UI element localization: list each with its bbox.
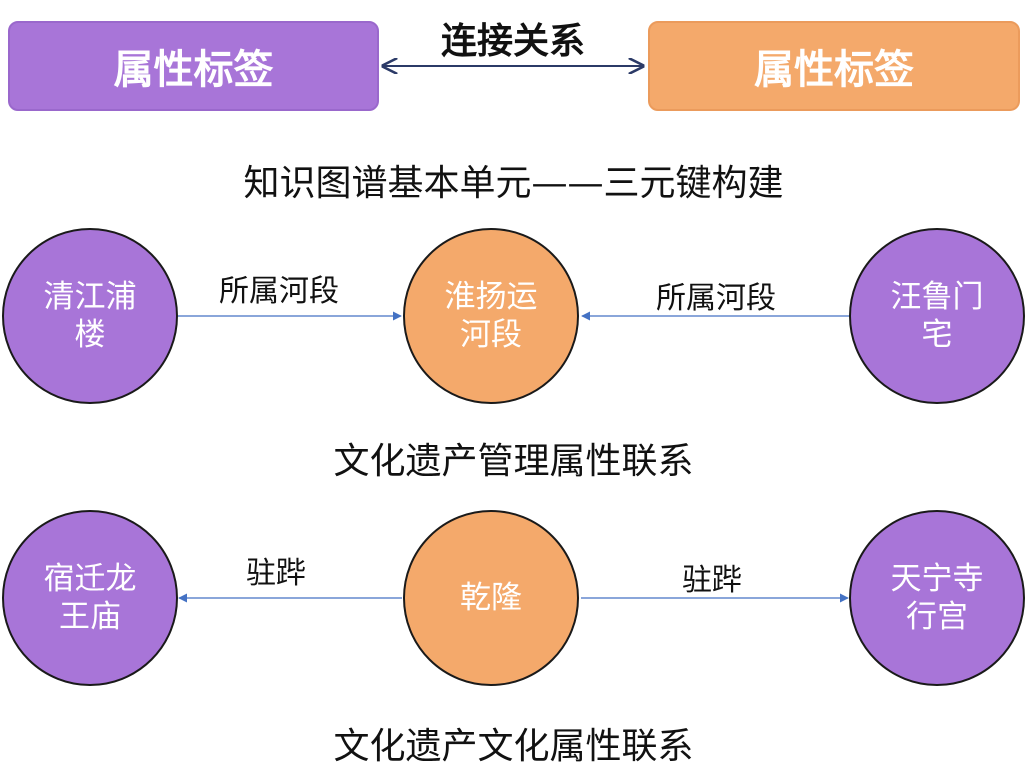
edge-label-graph1-right: 所属河段 [656,281,776,316]
attribute-label-box-left: 属性标签 [8,21,379,111]
node-huaiyang-canal-section-label: 淮扬运河段 [444,279,538,353]
caption-management: 文化遗产管理属性联系 [333,441,694,482]
node-qianlong: 乾隆 [403,510,579,686]
edge-label-graph2-right: 驻跸 [682,563,742,598]
edge-label-graph2-left: 驻跸 [246,556,306,591]
node-wang-lumen-residence-label: 汪鲁门宅 [890,279,984,353]
node-wang-lumen-residence: 汪鲁门宅 [849,228,1025,404]
node-suqian-dragon-king-temple-label: 宿迁龙王庙 [43,561,137,635]
node-tianning-temple-palace-label: 天宁寺行宫 [890,561,984,635]
attribute-label-right-text: 属性标签 [754,47,914,93]
node-qingjiangpu-tower: 清江浦楼 [2,228,178,404]
caption-culture: 文化遗产文化属性联系 [333,726,694,767]
node-qianlong-label: 乾隆 [460,580,522,616]
link-relation-label: 连接关系 [440,21,585,62]
attribute-label-left-text: 属性标签 [113,47,274,93]
node-tianning-temple-palace: 天宁寺行宫 [849,510,1025,686]
edge-label-graph1-left: 所属河段 [219,274,339,309]
attribute-label-box-right: 属性标签 [648,21,1020,111]
node-qingjiangpu-tower-label: 清江浦楼 [43,279,137,353]
caption-basic-unit: 知识图谱基本单元——三元键构建 [243,163,784,204]
node-huaiyang-canal-section: 淮扬运河段 [403,228,579,404]
node-suqian-dragon-king-temple: 宿迁龙王庙 [2,510,178,686]
